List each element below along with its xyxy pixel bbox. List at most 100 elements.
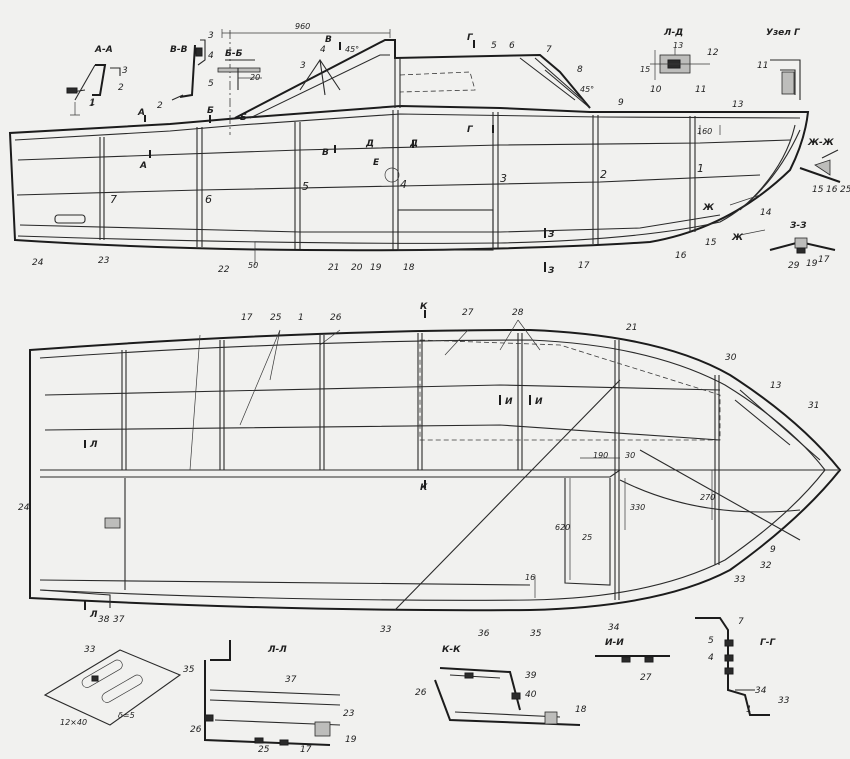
plan-diagonal-9 [639, 449, 801, 541]
plan-lbl-36: 36 [478, 629, 490, 639]
section-GG-title: Г-Г [760, 638, 776, 648]
side-hull-outline [8, 104, 810, 252]
side-cabin-roof-inner [249, 54, 390, 119]
frame-3: 3 [500, 172, 507, 185]
kk-lbl-18: 18 [575, 705, 587, 715]
mark-Zh: Ж [731, 233, 744, 243]
plan-lbl-30: 30 [725, 353, 737, 363]
mark-B: Б [207, 106, 214, 116]
gg-lbl-5: 5 [708, 636, 714, 646]
mark-I: И [505, 397, 513, 407]
side-windshield [519, 57, 591, 109]
side-detail-E-circle [384, 167, 400, 183]
mark-L: Л [89, 440, 98, 450]
plan-lbl-34: 34 [608, 623, 620, 633]
side-lbl-23: 23 [98, 256, 110, 266]
zh-lbl-16: 16 [826, 185, 838, 195]
plan-stringer-b [44, 424, 721, 441]
mark-G: Г [467, 125, 474, 135]
zh-lbl-25: 25 [840, 185, 850, 195]
side-frames [99, 110, 696, 250]
plan-lbl-26: 26 [330, 313, 342, 323]
mark-Zh2: Ж [702, 203, 715, 213]
side-lbl-16: 16 [675, 251, 687, 261]
plan-bow-brace [734, 389, 821, 461]
side-roof-braces [299, 59, 341, 96]
plan-lbl-24: 24 [18, 503, 30, 513]
dim-16: 16 [525, 573, 535, 582]
zz-lbl-17: 17 [818, 255, 830, 265]
plan-lbl-21: 21 [626, 323, 637, 333]
section-VV-title: В-В [170, 45, 188, 55]
vv-lbl-5: 5 [208, 79, 214, 89]
gg-lbl-7: 7 [738, 617, 744, 627]
side-cabin-window [399, 71, 476, 93]
side-sheer-line [14, 113, 801, 141]
detail-II [595, 655, 670, 663]
dim-45b: 45° [580, 85, 594, 94]
plan-hull-outline [29, 328, 842, 612]
plan-lbl-17: 17 [241, 313, 253, 323]
side-lbl-2: 2 [157, 101, 163, 111]
section-ZZ-title: З-З [790, 221, 807, 231]
section-LL-title: Л-Л [267, 645, 287, 655]
side-lbl-15: 15 [705, 238, 717, 248]
side-chine-line [16, 174, 761, 196]
ii-lbl-27: 27 [640, 673, 652, 683]
ld-lbl-10: 10 [650, 85, 662, 95]
dim-960: 960 [295, 22, 310, 31]
mark-B2: Б [240, 113, 247, 123]
side-lbl-8: 8 [577, 65, 583, 75]
side-lbl-5: 5 [491, 41, 497, 51]
plan-lbl-9: 9 [770, 545, 776, 555]
side-lbl-14: 14 [760, 208, 772, 218]
side-stem-inner [739, 124, 796, 211]
side-stringer-1 [17, 139, 791, 161]
detail-BB [217, 59, 262, 90]
plan-diagonal-33 [394, 379, 621, 611]
plan-leaders [189, 319, 541, 471]
detail-VV [171, 39, 206, 101]
side-lbl-18: 18 [403, 263, 415, 273]
gg-lbl-4: 4 [708, 653, 714, 663]
plan-lbl-31: 31 [808, 401, 819, 411]
ll-lbl-17: 17 [300, 745, 312, 755]
plan-floor-outline [39, 478, 611, 590]
side-section-marks [144, 40, 546, 272]
aa-lbl-3: 3 [122, 66, 128, 76]
plan-lbl-25: 25 [270, 313, 282, 323]
plan-transom [39, 589, 111, 608]
mark-V-top: В [325, 35, 332, 45]
mark-D2: Д [409, 139, 418, 149]
side-lbl-13: 13 [732, 100, 744, 110]
plan-dim-lines [534, 457, 713, 598]
dim-160: 160 [697, 127, 712, 136]
plan-lbl-37: 37 [113, 615, 125, 625]
mark-Z2: З [548, 266, 555, 276]
section-LD-title: Л-Д [663, 28, 683, 38]
side-lbl-17: 17 [578, 261, 590, 271]
zz-lbl-19: 19 [806, 259, 818, 269]
dim-20: 20 [250, 73, 260, 82]
section-II-title: И-И [605, 638, 624, 648]
detail-LL [204, 640, 341, 746]
gg-lbl-33: 33 [778, 696, 790, 706]
zz-lbl-29: 29 [788, 261, 800, 271]
side-lbl-7: 7 [546, 45, 552, 55]
kk-lbl-39: 39 [525, 671, 537, 681]
plan-lbl-13: 13 [770, 381, 782, 391]
aa-lbl-2: 2 [118, 83, 124, 93]
section-ZhZh-title: Ж-Ж [807, 138, 835, 148]
ld-lbl-11: 11 [695, 85, 706, 95]
frame-2: 2 [600, 168, 607, 181]
plan-lbl-27: 27 [462, 308, 474, 318]
plan-lbl-33: 33 [734, 575, 746, 585]
section-KK-title: К-К [442, 645, 461, 655]
vv-lbl-4: 4 [208, 51, 214, 61]
side-lbl-1: 1 [90, 98, 96, 108]
section-AA-title: А-А [94, 45, 113, 55]
side-dim-160-ticks [699, 125, 721, 135]
dim-25: 25 [582, 533, 592, 542]
side-lbl-4: 4 [320, 45, 326, 55]
plate-dim-thk: δ=5 [118, 711, 135, 720]
